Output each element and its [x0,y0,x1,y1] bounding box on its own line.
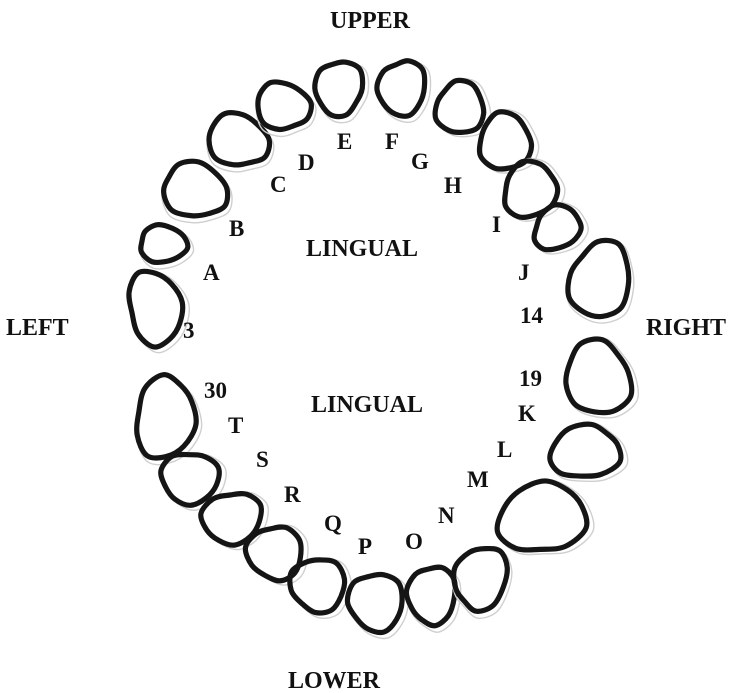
tooth-outline-S [195,479,280,560]
tooth-label-R: R [284,482,301,507]
tooth-outline-A [138,222,196,273]
tooth-label-F: F [385,129,399,154]
tooth-label-H: H [444,173,462,198]
tooth-outline-G [424,72,499,148]
tooth-label-19: 19 [519,366,542,391]
tooth-label-I: I [492,212,501,237]
tooth-label-C: C [270,172,287,197]
teeth-group [124,61,643,639]
tooth-label-T: T [228,413,243,438]
tooth-label-P: P [358,534,372,559]
tooth-outline-R [239,514,321,596]
tooth-label-E: E [337,129,352,154]
tooth-outline-D [245,74,323,149]
tooth-outline-K [559,333,642,425]
tooth-label-B: B [229,216,244,241]
tooth-label-D: D [298,150,315,175]
label-lingual-lower: LINGUAL [311,392,423,418]
tooth-outline-F [377,61,431,123]
label-lingual-upper: LINGUAL [306,236,418,262]
tooth-label-3: 3 [183,318,195,343]
tooth-label-N: N [438,503,455,528]
tooth-label-O: O [405,529,423,554]
tooth-label-Q: Q [324,511,342,536]
tooth-label-K: K [518,401,536,426]
tooth-label-M: M [467,467,489,492]
tooth-label-L: L [497,437,512,462]
tooth-outline-I [490,149,574,233]
tooth-label-A: A [203,260,220,285]
tooth-label-S: S [256,447,269,472]
label-left: LEFT [6,315,69,341]
tooth-label-J: J [518,260,530,285]
tooth-outline-L [544,417,631,491]
tooth-label-G: G [411,149,429,174]
tooth-outline-H [466,101,548,185]
tooth-outline-T [156,440,236,517]
tooth-label-30: 30 [204,378,227,403]
label-lower: LOWER [288,668,381,693]
label-upper: UPPER [330,8,411,34]
tooth-outline-Q [286,553,358,624]
tooth-label-14: 14 [520,303,544,328]
tooth-outline-P [347,574,408,638]
tooth-outline-E [315,62,369,123]
label-right: RIGHT [646,315,726,341]
